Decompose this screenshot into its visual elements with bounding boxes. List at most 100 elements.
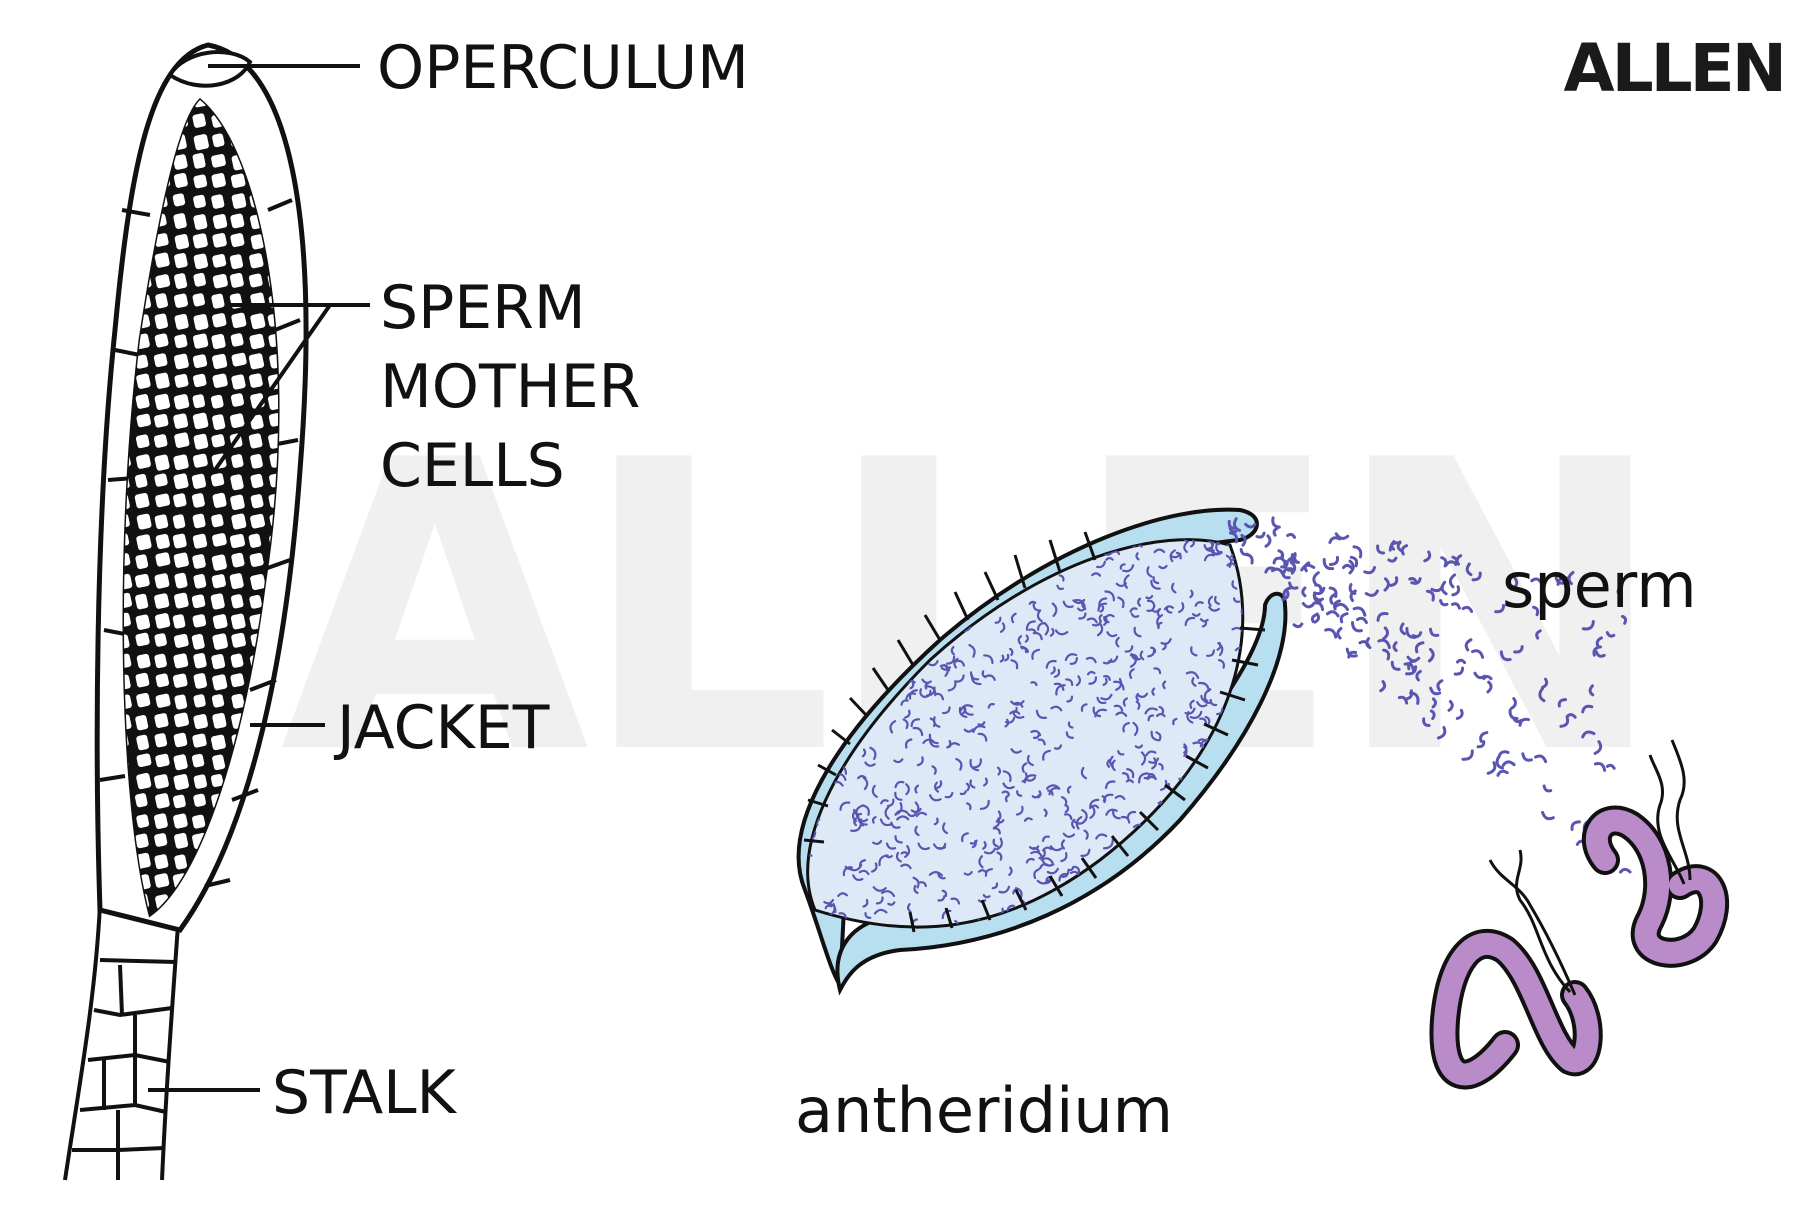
- sperm-speck: [916, 756, 924, 767]
- sperm-speck: [807, 794, 811, 800]
- released-sperm: [1228, 531, 1239, 544]
- sperm-speck: [794, 585, 801, 590]
- sperm-speck: [1155, 712, 1166, 718]
- sperm-speck: [1063, 813, 1073, 821]
- sperm-speck: [1022, 546, 1037, 554]
- sperm-speck: [963, 532, 970, 535]
- sperm-speck: [1162, 881, 1173, 889]
- released-sperm: [1312, 594, 1324, 602]
- released-sperm: [1620, 614, 1628, 625]
- sperm-speck: [940, 666, 952, 671]
- mother-cell: [136, 513, 152, 530]
- released-sperm: [1464, 638, 1473, 652]
- sperm-speck: [1037, 622, 1047, 631]
- sperm-speck: [939, 550, 950, 555]
- mother-cell: [136, 734, 150, 751]
- sperm-speck: [1219, 807, 1228, 814]
- sperm-speck: [1030, 507, 1041, 512]
- sperm-speck: [941, 889, 948, 898]
- sperm-speck: [1203, 553, 1215, 562]
- sperm-speck: [1066, 695, 1074, 703]
- sperm-speck: [1131, 876, 1140, 885]
- sperm-speck: [1048, 787, 1061, 796]
- sperm-speck: [889, 720, 897, 734]
- sperm-speck: [1217, 873, 1225, 881]
- sperm-speck: [907, 813, 917, 818]
- sperm-speck: [999, 622, 1006, 633]
- sperm-speck: [1102, 677, 1108, 686]
- released-sperm: [1486, 761, 1497, 775]
- sperm-speck: [1114, 905, 1127, 912]
- sperm-speck: [963, 553, 971, 563]
- wall-cell-divider: [1219, 690, 1246, 702]
- sperm-speck: [1135, 552, 1140, 561]
- sperm-speck: [1253, 821, 1261, 826]
- sperm-speck: [1261, 912, 1265, 920]
- released-sperm: [1345, 647, 1358, 658]
- sperm-speck: [1074, 818, 1087, 825]
- mother-cell: [248, 533, 262, 548]
- mother-cell: [269, 853, 279, 868]
- mother-cell: [212, 754, 226, 771]
- released-sperm: [1605, 763, 1616, 770]
- mother-cell: [154, 593, 170, 609]
- sperm-speck: [845, 709, 851, 719]
- sperm-speck: [1085, 896, 1094, 902]
- released-sperm: [1534, 754, 1548, 764]
- mother-cell: [230, 213, 245, 229]
- released-sperm: [1281, 570, 1291, 580]
- sperm-cell-large-2: [1581, 739, 1729, 968]
- sperm-speck: [1240, 610, 1243, 616]
- mother-cell: [250, 574, 266, 591]
- released-sperm: [1470, 649, 1485, 659]
- sperm-speck: [928, 871, 944, 877]
- sperm-speck: [1259, 742, 1265, 744]
- sperm-speck: [1159, 892, 1165, 900]
- mother-cell: [173, 633, 189, 648]
- mother-cell: [134, 573, 150, 588]
- sperm-speck: [834, 529, 842, 536]
- released-sperm: [1405, 665, 1418, 676]
- mother-cell: [193, 793, 206, 807]
- sperm-speck: [858, 869, 870, 876]
- sperm-speck: [1073, 865, 1081, 874]
- sperm-speck: [958, 525, 964, 529]
- sperm-speck: [825, 737, 837, 746]
- sperm-speck: [1253, 815, 1257, 821]
- sperm-speck: [1013, 936, 1016, 947]
- sperm-speck: [1064, 653, 1078, 662]
- released-sperm: [1352, 545, 1363, 559]
- released-sperm: [1399, 622, 1406, 636]
- sperm-speck: [871, 784, 878, 798]
- mother-cell: [154, 313, 169, 330]
- sperm-speck: [1163, 605, 1174, 611]
- sperm-speck: [973, 569, 982, 581]
- released-sperm: [1556, 576, 1570, 586]
- released-sperm: [1422, 717, 1431, 727]
- sperm-speck: [959, 790, 967, 796]
- mother-cell: [123, 134, 131, 150]
- released-sperm: [1400, 544, 1409, 556]
- mother-cell: [135, 632, 150, 647]
- sperm-speck: [969, 671, 980, 681]
- sperm-speck: [1063, 539, 1070, 550]
- sperm-speck: [1151, 687, 1156, 696]
- sperm-speck: [985, 674, 996, 681]
- sperm-speck: [995, 943, 998, 952]
- released-sperm: [1388, 576, 1399, 587]
- sperm-speck: [1256, 755, 1262, 763]
- sperm-speck: [1189, 710, 1203, 719]
- sperm-speck: [826, 742, 832, 757]
- sperm-speck: [888, 557, 899, 567]
- mother-cell: [174, 273, 188, 289]
- sperm-speck: [823, 898, 835, 905]
- sperm-speck: [937, 842, 947, 850]
- sperm-speck: [838, 572, 848, 578]
- sperm-speck: [865, 689, 875, 698]
- sperm-speck: [822, 534, 826, 538]
- mother-cell: [154, 333, 169, 348]
- released-sperm: [1270, 567, 1285, 576]
- released-sperm: [1342, 563, 1353, 570]
- sperm-speck: [1051, 602, 1058, 617]
- sperm-speck: [865, 628, 874, 637]
